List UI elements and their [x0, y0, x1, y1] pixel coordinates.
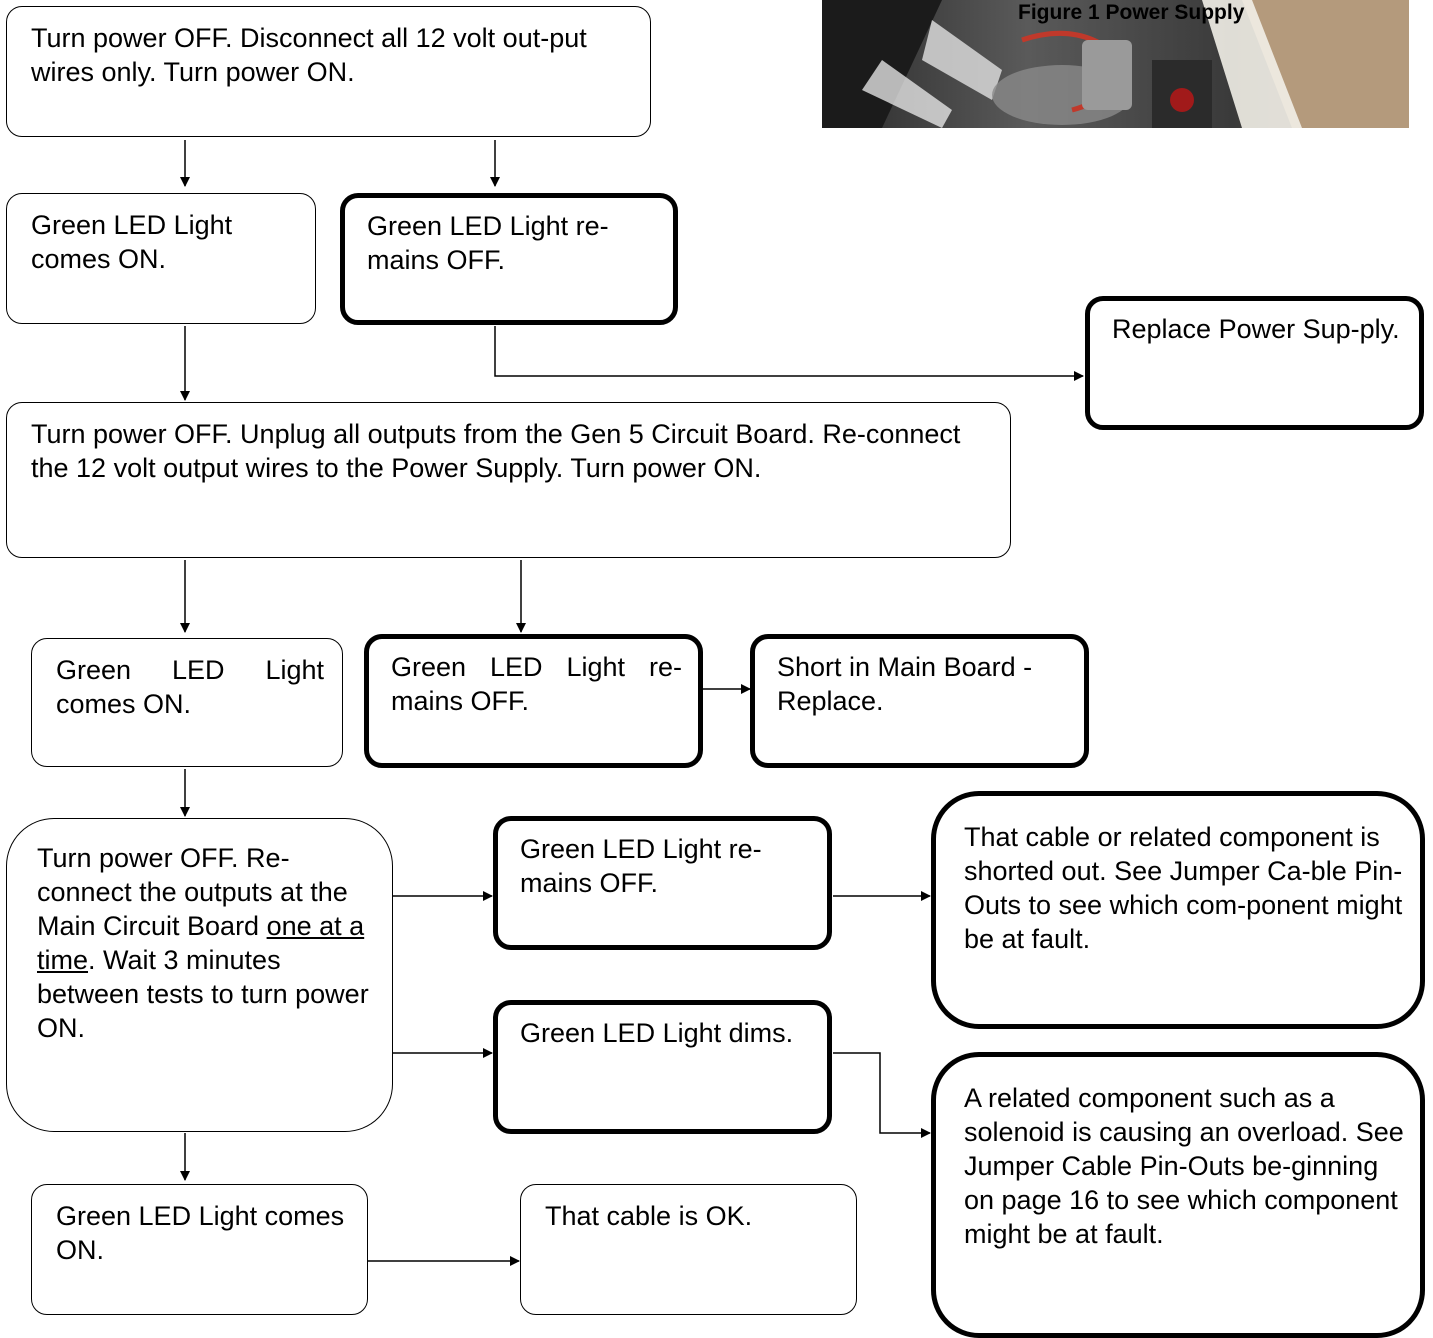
- led-off-box-1: Green LED Light re-mains OFF.: [340, 193, 678, 325]
- step3-box: Turn power OFF. Re-connect the outputs a…: [6, 818, 393, 1132]
- led-on-box-1: Green LED Light comes ON.: [6, 193, 316, 324]
- led-dims-box: Green LED Light dims.: [493, 1000, 832, 1134]
- step1-box: Turn power OFF. Disconnect all 12 volt o…: [6, 6, 651, 137]
- power-supply-photo: Figure 1 Power Supply: [822, 0, 1409, 128]
- led-off-box-3: Green LED Light re-mains OFF.: [493, 816, 832, 950]
- step3-text-b: . Wait 3 minutes between tests to turn p…: [37, 945, 369, 1043]
- led-off-box-2: Green LED Light re-mains OFF.: [364, 634, 703, 768]
- led-on-box-3: Green LED Light comes ON.: [31, 1184, 368, 1315]
- overload-box: A related component such as a solenoid i…: [931, 1052, 1425, 1338]
- step3-text-a: Turn power OFF. Re-connect the outputs a…: [37, 843, 348, 941]
- led-on-box-2: Green LED Light comes ON.: [31, 638, 343, 767]
- replace-power-supply-box: Replace Power Sup-ply.: [1085, 296, 1424, 430]
- cable-ok-box: That cable is OK.: [520, 1184, 857, 1315]
- short-main-board-box: Short in Main Board - Replace.: [750, 634, 1089, 768]
- power-supply-image: [822, 0, 1409, 128]
- arrow-led-off-1-to-replace: [494, 326, 1084, 381]
- arrow-led-dims-to-overload: [833, 1052, 931, 1138]
- step2-box: Turn power OFF. Unplug all outputs from …: [6, 402, 1011, 558]
- step3-text-underlined: one at a time: [37, 911, 365, 975]
- cable-shorted-box: That cable or related component is short…: [931, 791, 1425, 1029]
